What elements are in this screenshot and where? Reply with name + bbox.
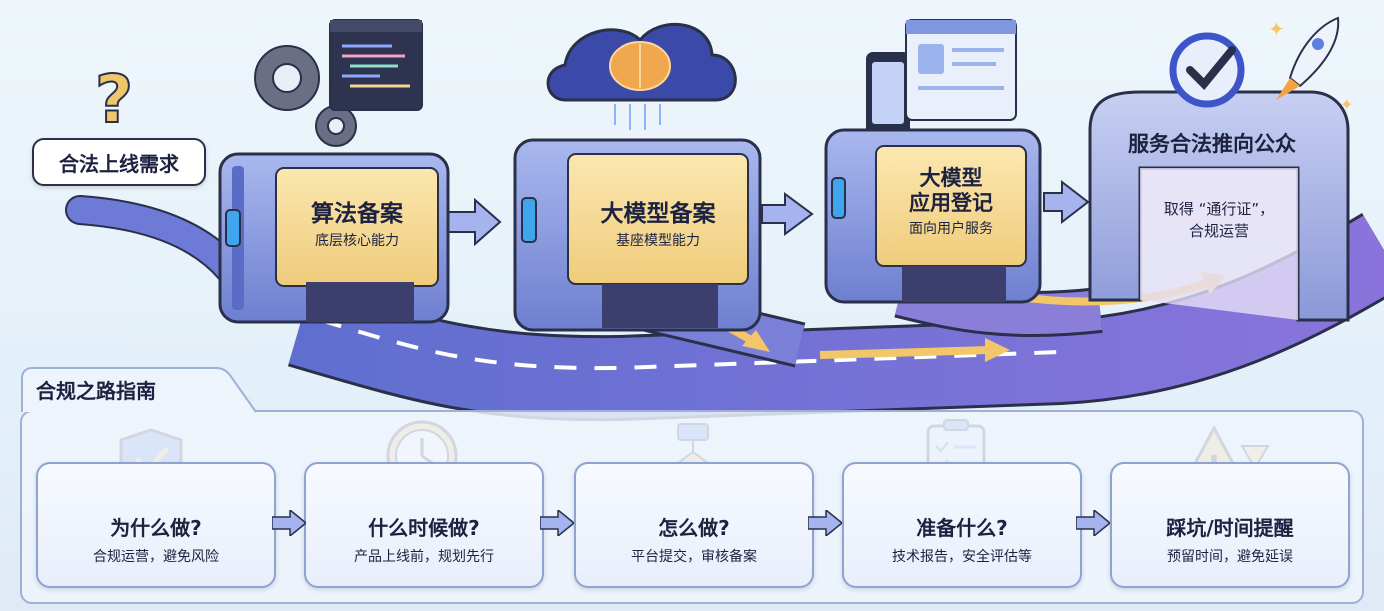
- gate-2-title: 大模型备案: [600, 201, 716, 227]
- final-arch-subtitle: 取得 “通行证”， 合规运营: [1140, 198, 1298, 242]
- final-arch-subtitle-line1: 取得 “通行证”，: [1163, 200, 1275, 218]
- card-subtitle: 平台提交，审核备案: [631, 549, 757, 565]
- gate-2-subtitle: 基座模型能力: [616, 233, 700, 249]
- final-arch-subtitle-line2: 合规运营: [1188, 222, 1249, 240]
- card-subtitle: 产品上线前，规划先行: [354, 549, 494, 565]
- guide-card-how: 怎么做? 平台提交，审核备案: [574, 462, 814, 588]
- guide-card-pitfalls: 踩坑/时间提醒 预留时间，避免延误: [1110, 462, 1350, 588]
- rocket-icon: ✦ ✦: [1268, 16, 1353, 114]
- gate-1-label: 算法备案 底层核心能力: [276, 200, 438, 250]
- gate-llm-filing: [513, 138, 762, 332]
- web-profile-window-icon: [905, 19, 1017, 121]
- guide-card-why: 为什么做? 合规运营，避免风险: [36, 462, 276, 588]
- gate-2-label: 大模型备案 基座模型能力: [568, 200, 748, 250]
- gate-algorithm-filing: [218, 152, 450, 324]
- guide-tab-shape: [21, 367, 257, 413]
- stage-arrows: [443, 179, 1090, 247]
- gate-3-title-line2: 应用登记: [909, 191, 993, 215]
- guide-heading: 合规之路指南: [36, 378, 156, 403]
- guide-card-what: 准备什么? 技术报告，安全评估等: [842, 462, 1082, 588]
- card-title: 怎么做?: [658, 516, 730, 540]
- start-need-bubble: 合法上线需求: [32, 138, 206, 186]
- card-arrow-icon: [1076, 510, 1110, 536]
- svg-text:?: ?: [95, 61, 133, 138]
- mobile-app-icon: [866, 52, 910, 136]
- guide-card-when: 什么时候做? 产品上线前，规划先行: [304, 462, 544, 588]
- gate-llm-app-registration: [824, 128, 1042, 304]
- gears-icon: [254, 45, 357, 147]
- gate-3-label: 大模型 应用登记 面向用户服务: [876, 166, 1026, 238]
- start-road: [65, 195, 245, 285]
- card-title: 什么时候做?: [368, 516, 480, 540]
- gate-3-subtitle: 面向用户服务: [909, 221, 993, 237]
- card-arrow-icon: [808, 510, 842, 536]
- check-badge-icon: [1169, 32, 1245, 108]
- card-arrow-icon: [540, 510, 574, 536]
- question-mark-icon: ?: [94, 60, 134, 139]
- card-arrow-icon: [272, 510, 306, 536]
- final-arch: [1088, 90, 1350, 322]
- gate-1-title: 算法备案: [311, 201, 403, 227]
- card-subtitle: 预留时间，避免延误: [1167, 549, 1293, 565]
- card-title: 准备什么?: [916, 516, 1008, 540]
- gate-3-title-line1: 大模型: [919, 166, 983, 190]
- code-window-icon: [329, 19, 423, 111]
- gate-1-subtitle: 底层核心能力: [315, 233, 399, 249]
- card-title: 踩坑/时间提醒: [1166, 516, 1294, 540]
- svg-text:✦: ✦: [1268, 17, 1285, 41]
- cloud-brain-icon: [546, 23, 737, 130]
- card-subtitle: 技术报告，安全评估等: [892, 549, 1032, 565]
- svg-text:✦: ✦: [1340, 95, 1353, 114]
- card-subtitle: 合规运营，避免风险: [93, 549, 219, 565]
- final-arch-title: 服务合法推向公众: [1128, 132, 1296, 156]
- card-title: 为什么做?: [110, 516, 202, 540]
